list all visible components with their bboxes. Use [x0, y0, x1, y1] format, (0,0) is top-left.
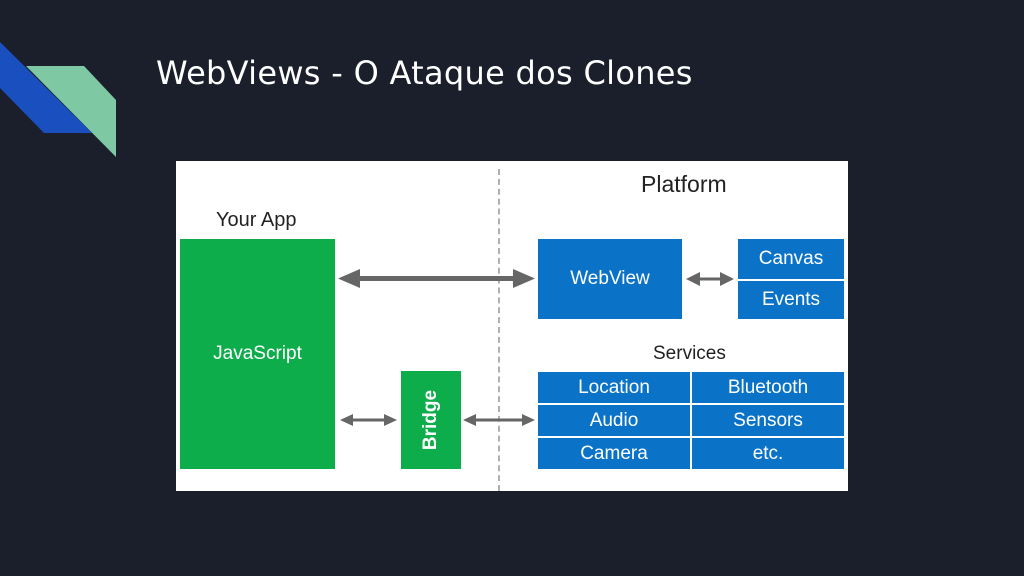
- your-app-label: Your App: [216, 209, 297, 231]
- canvas-label: Canvas: [758, 248, 824, 269]
- events-label: Events: [761, 289, 821, 310]
- service-cell-location: Location: [538, 372, 690, 403]
- services-label: Services: [653, 343, 726, 364]
- dashed-divider: [498, 169, 500, 491]
- js-webview-arrow: [338, 269, 535, 288]
- service-label: Sensors: [733, 409, 803, 431]
- javascript-label: JavaScript: [213, 343, 302, 364]
- service-cell-etc: etc.: [692, 438, 844, 469]
- platform-label: Platform: [641, 171, 727, 197]
- architecture-diagram: Your App Platform JavaScript Bridge WebV…: [176, 161, 848, 491]
- canvas-cell: Canvas: [738, 239, 844, 279]
- service-cell-sensors: Sensors: [692, 405, 844, 436]
- service-cell-camera: Camera: [538, 438, 690, 469]
- service-label: Location: [578, 376, 650, 398]
- bridge-box: Bridge: [401, 371, 461, 469]
- service-label: Camera: [580, 442, 648, 464]
- blue-stripe-shape: [0, 42, 92, 133]
- webview-canvas-arrow: [686, 272, 734, 286]
- slide-title: WebViews - O Ataque dos Clones: [156, 54, 693, 92]
- corner-decoration: [0, 42, 116, 157]
- events-cell: Events: [738, 281, 844, 319]
- connector-arrows: [338, 269, 734, 426]
- webview-label: WebView: [570, 268, 650, 289]
- bridge-services-arrow: [463, 414, 535, 426]
- service-cell-audio: Audio: [538, 405, 690, 436]
- service-label: Audio: [589, 409, 639, 431]
- green-stripe-shape: [26, 66, 116, 157]
- service-cell-bluetooth: Bluetooth: [692, 372, 844, 403]
- javascript-box: JavaScript: [180, 239, 335, 469]
- js-bridge-arrow: [340, 414, 397, 426]
- service-label: Bluetooth: [727, 376, 809, 398]
- webview-box: WebView: [538, 239, 682, 319]
- service-label: etc.: [752, 442, 784, 464]
